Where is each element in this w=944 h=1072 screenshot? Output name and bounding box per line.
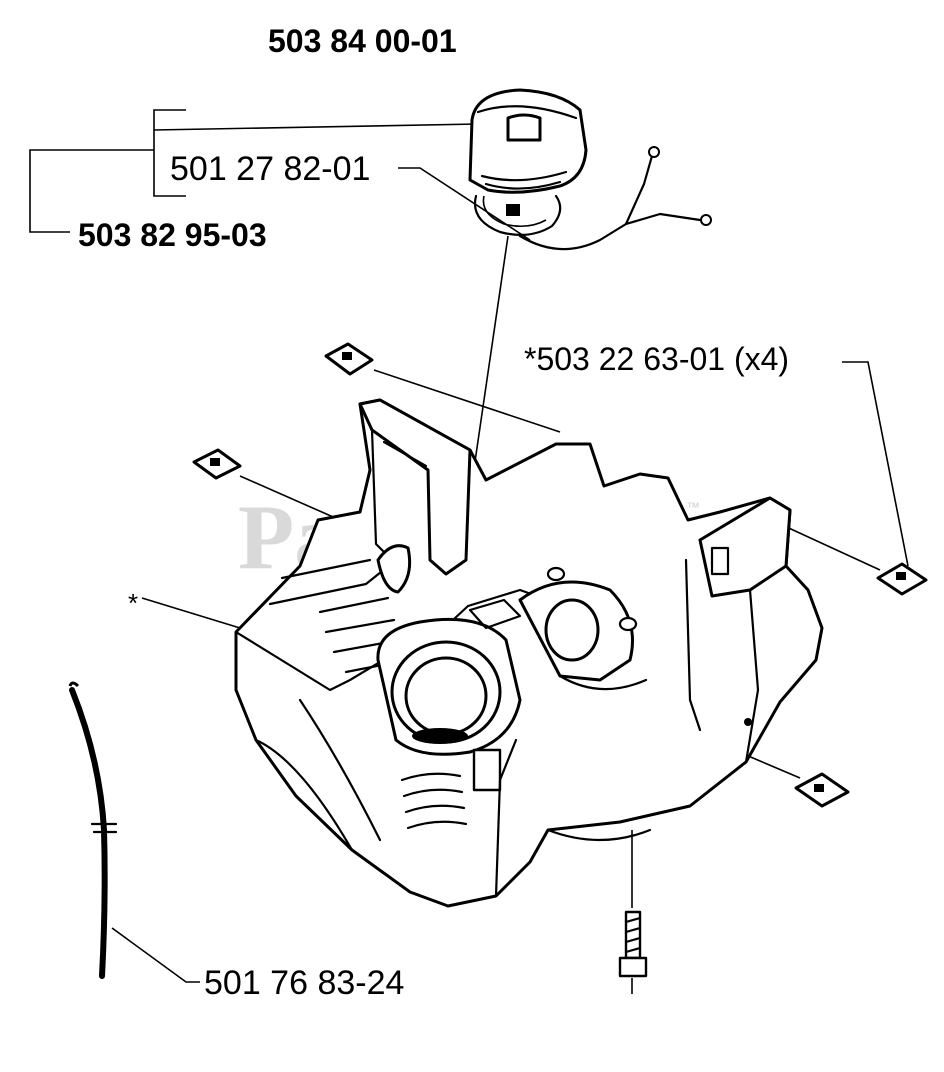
clip-nut-top [324, 342, 374, 376]
label-tank-marker[interactable]: * [128, 588, 138, 618]
watermark-tm: ™ [686, 499, 700, 515]
fuel-tank-body [234, 398, 824, 908]
fuel-cap [468, 88, 712, 251]
label-assembly-503-84-00-01[interactable]: 503 84 00-01 [268, 23, 457, 59]
tank-marker-leader [141, 597, 241, 629]
mounting-screw [618, 830, 648, 994]
label-cap-assembly-503-82-95-03[interactable]: 503 82 95-03 [78, 217, 267, 253]
clip-nut-left [192, 448, 242, 480]
label-clip-nut-503-22-63-01[interactable]: *503 22 63-01 (x4) [524, 341, 789, 377]
label-fuel-hose-501-76-83-24[interactable]: 501 76 83-24 [204, 964, 404, 1002]
clip-nut-right [876, 562, 928, 596]
fuel-hose [68, 681, 200, 983]
clip-nut-bottom [794, 772, 850, 808]
cap-bracket-lines [29, 109, 531, 241]
label-cap-seal-501-27-82-01[interactable]: 501 27 82-01 [170, 150, 370, 188]
